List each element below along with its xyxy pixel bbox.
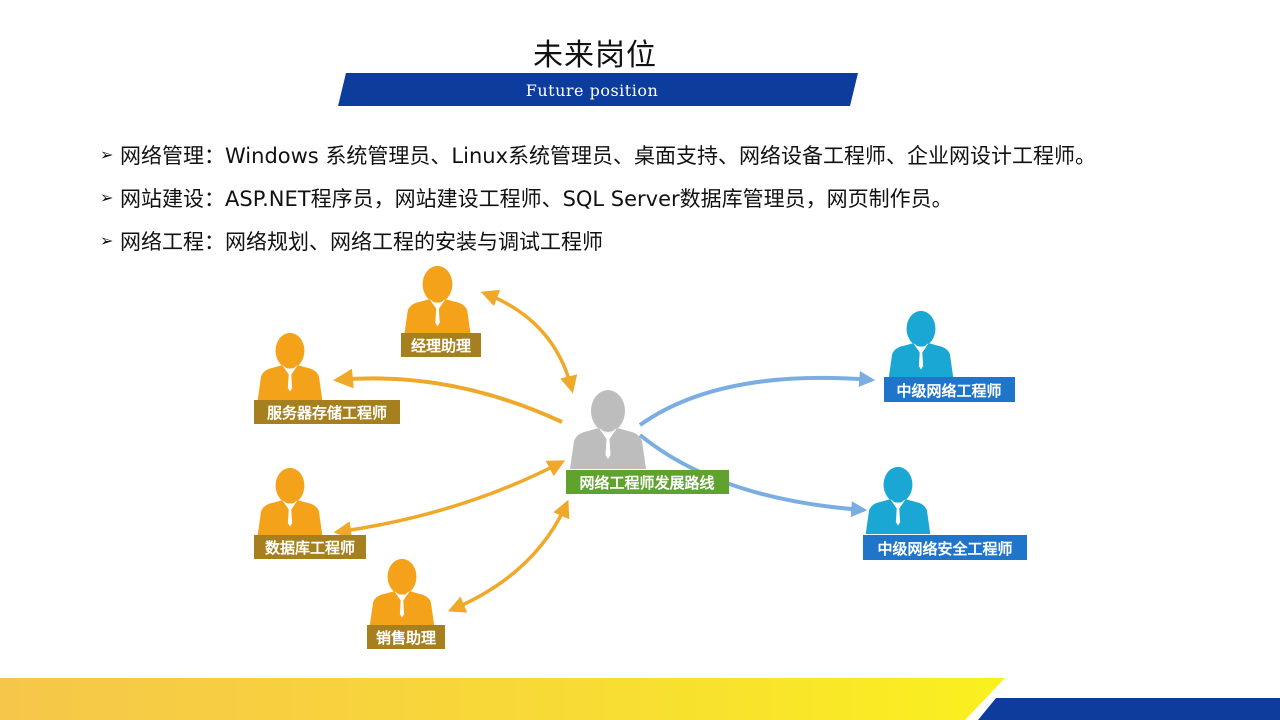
bullet-arrow-icon: ➢ [100,145,114,164]
bullet-arrow-icon: ➢ [100,188,114,207]
node-label-bg [254,535,366,559]
person-icon [888,310,954,378]
left-connectors [333,289,578,613]
node-label-bg [367,625,445,649]
node-security-engineer: 中级网络安全工程师 [863,466,1027,560]
node-label: 数据库工程师 [265,539,355,557]
center-node: 网络工程师发展路线 [566,390,729,494]
bullet-item: ➢ 网站建设：ASP.NET程序员，网站建设工程师、SQL Server数据库管… [100,176,1270,219]
node-database-engineer: 数据库工程师 [254,467,366,559]
person-icon [257,332,323,400]
node-label: 中级网络安全工程师 [877,540,1012,558]
bottom-yellow-band [0,678,1005,720]
center-label-bg [566,470,729,494]
node-label: 经理助理 [411,337,471,355]
bullet-text: 网站建设：ASP.NET程序员，网站建设工程师、SQL Server数据库管理员… [120,186,953,211]
bottom-blue-band [978,698,1280,720]
right-connectors [638,371,876,518]
bullet-item: ➢ 网络管理：Windows 系统管理员、Linux系统管理员、桌面支持、网络设… [100,133,1270,176]
node-label: 中级网络工程师 [896,382,1001,400]
node-label-bg [401,333,481,357]
person-icon [404,265,471,335]
connector-arrow [638,371,876,427]
bullet-text: 网络管理：Windows 系统管理员、Linux系统管理员、桌面支持、网络设备工… [120,143,1096,168]
person-icon [257,467,323,535]
node-label: 销售助理 [376,629,436,647]
bullet-list: ➢ 网络管理：Windows 系统管理员、Linux系统管理员、桌面支持、网络设… [100,133,1270,262]
bullet-item: ➢ 网络工程：网络规划、网络工程的安装与调试工程师 [100,219,1270,262]
person-icon [865,466,931,534]
connector-arrow [333,460,566,539]
node-manager-assistant: 经理助理 [401,265,481,357]
node-label-bg [884,377,1015,402]
person-icon [570,390,646,469]
node-network-engineer: 中级网络工程师 [884,310,1015,402]
slide-title: 未来岗位 [533,38,657,73]
center-label: 网络工程师发展路线 [579,474,714,492]
node-storage-engineer: 服务器存储工程师 [254,332,400,424]
slide-subtitle: Future position [525,81,659,100]
person-icon [369,558,435,626]
connector-arrow [333,368,563,424]
bullet-arrow-icon: ➢ [100,231,114,250]
connector-arrow [447,499,570,613]
subtitle-banner [338,73,858,106]
node-label: 服务器存储工程师 [267,404,387,422]
bullet-text: 网络工程：网络规划、网络工程的安装与调试工程师 [120,229,603,254]
connector-arrow [480,289,578,394]
node-sales-assistant: 销售助理 [367,558,445,649]
node-label-bg [863,535,1027,560]
node-label-bg [254,400,400,424]
connector-arrow [638,433,868,518]
